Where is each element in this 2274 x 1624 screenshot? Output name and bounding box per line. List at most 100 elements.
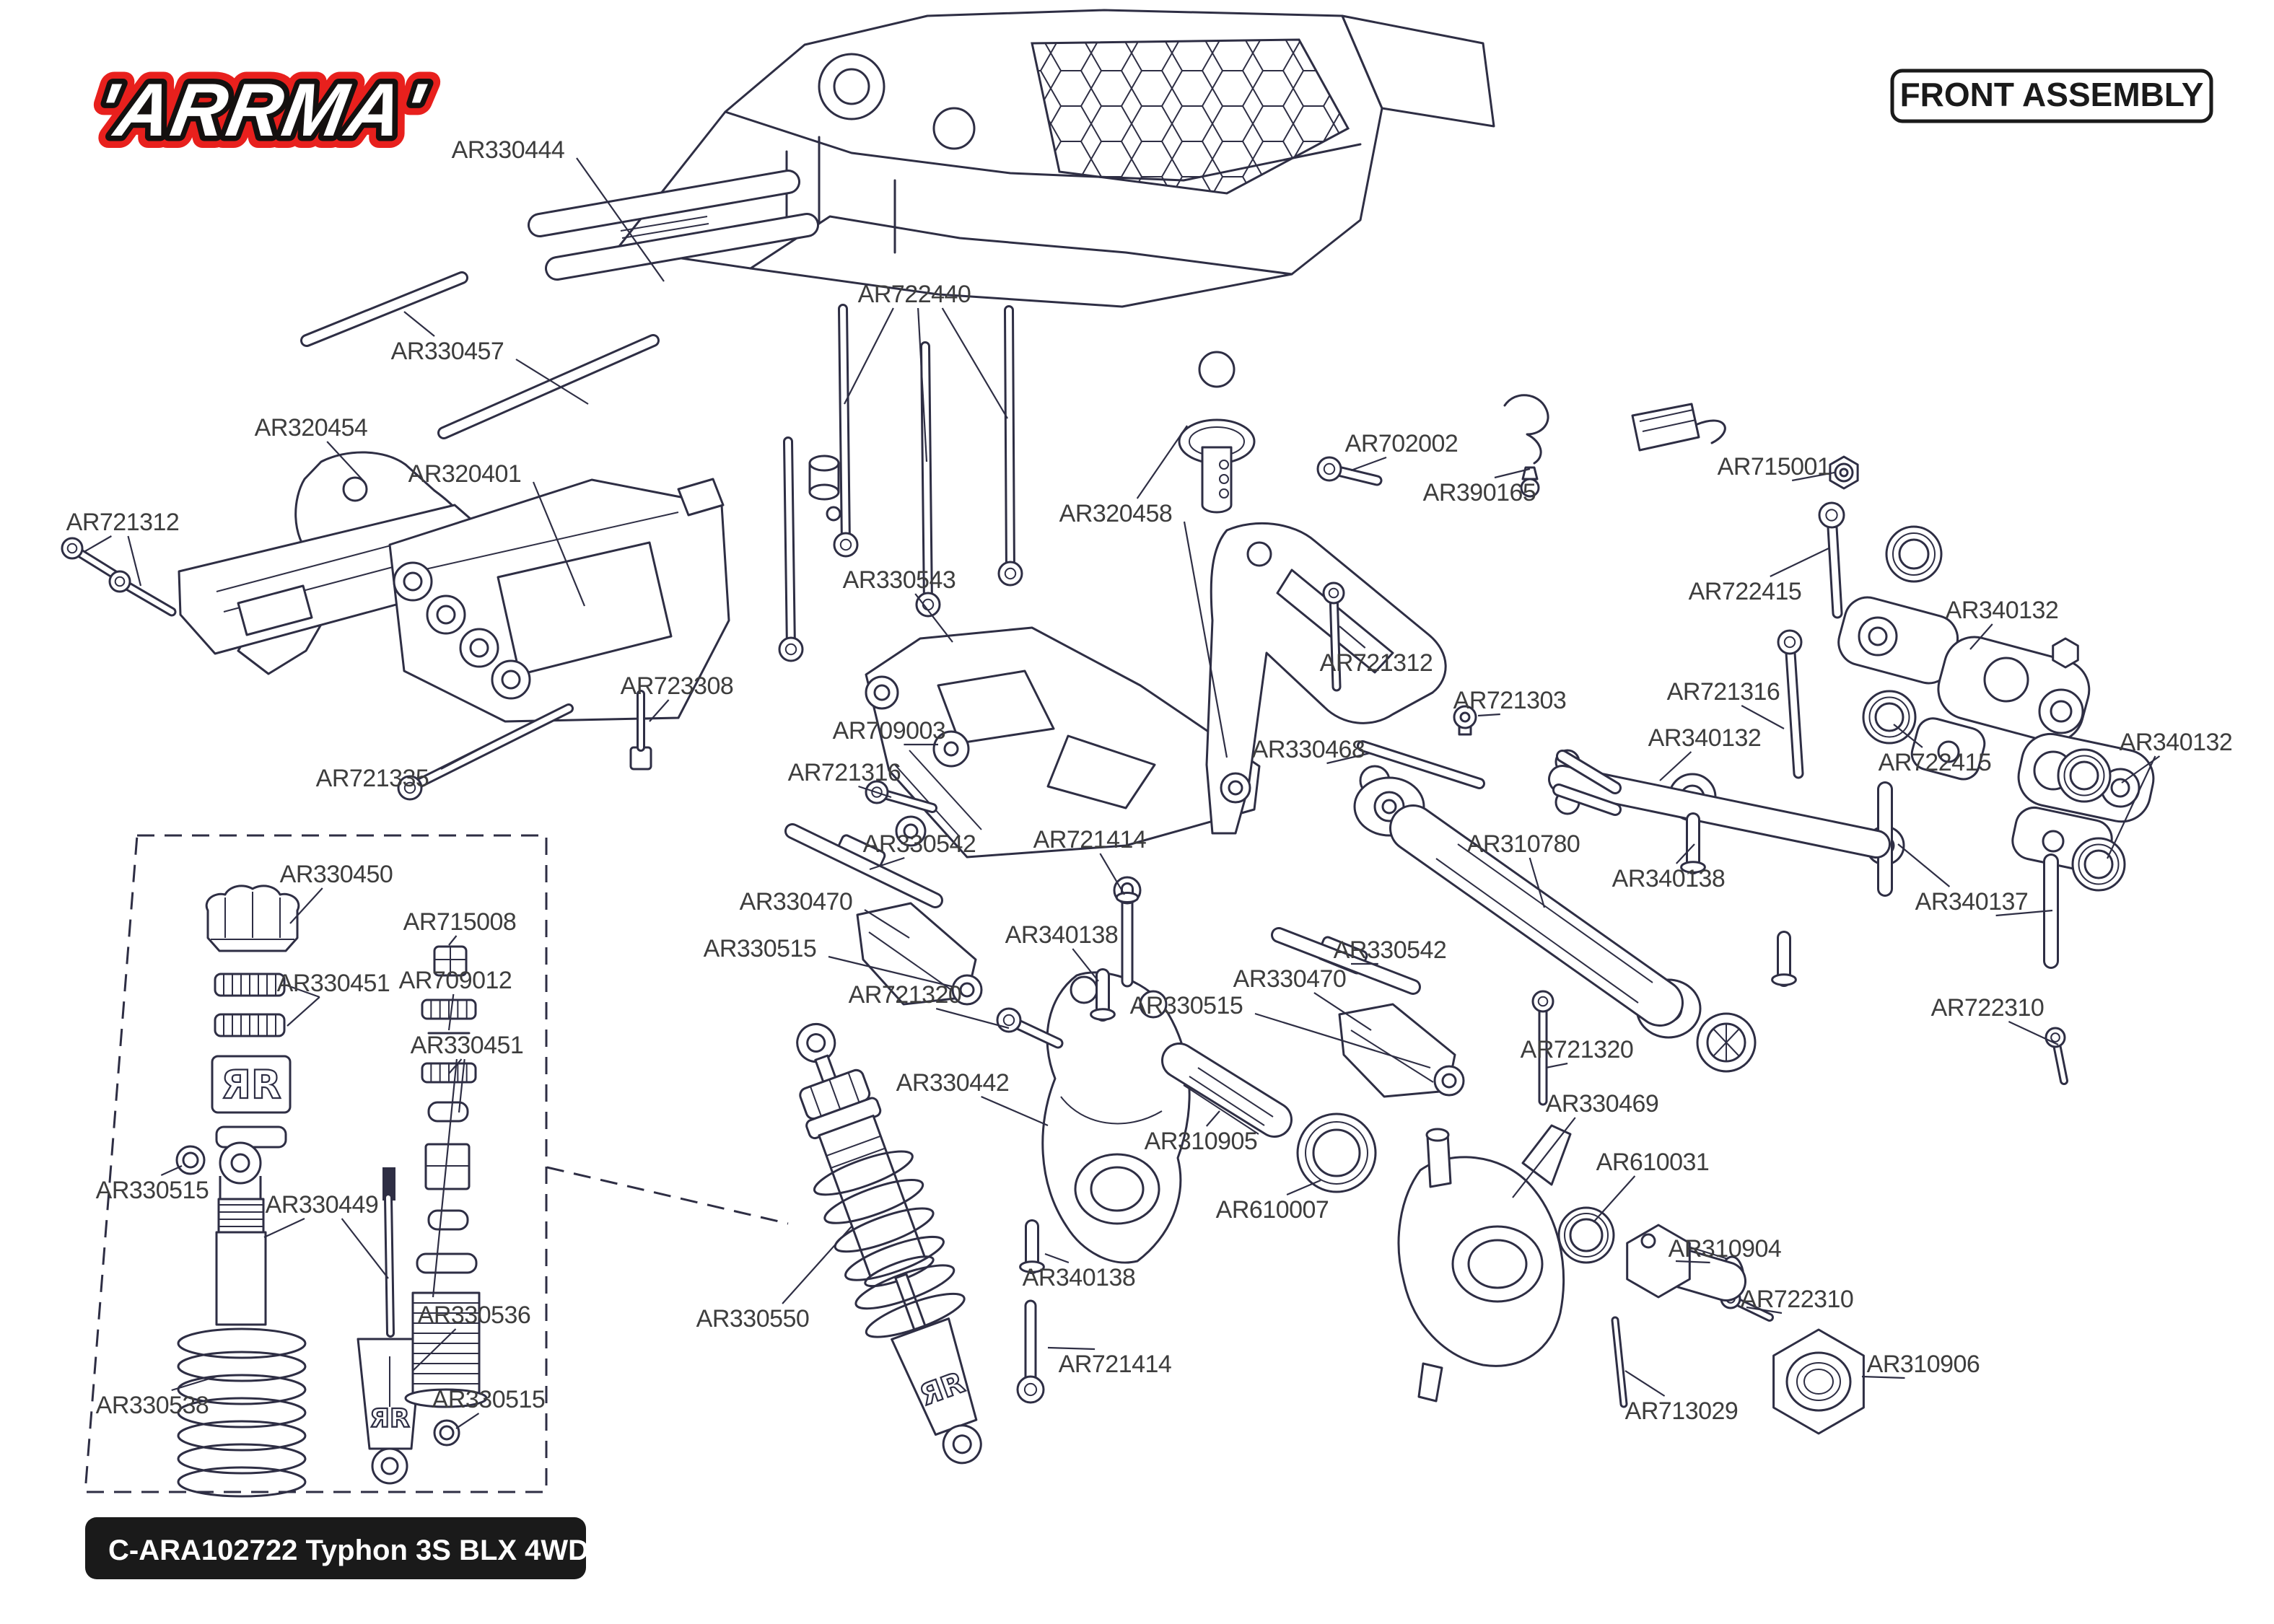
leader-line <box>1254 1012 1431 1069</box>
part-label-AR340132: AR340132 <box>1648 724 1762 752</box>
part-label-AR340138: AR340138 <box>1005 921 1119 949</box>
part-label-AR713029: AR713029 <box>1625 1397 1739 1425</box>
leader-line <box>1529 857 1546 908</box>
leader-line <box>1072 948 1099 982</box>
leader-line <box>1791 471 1835 482</box>
part-label-AR310905: AR310905 <box>1145 1128 1258 1155</box>
part-label-AR330450: AR330450 <box>280 861 393 888</box>
svg-text:'ARRMA': 'ARRMA' <box>90 69 431 152</box>
part-label-AR320401: AR320401 <box>408 460 522 488</box>
part-label-AR330444: AR330444 <box>452 136 565 164</box>
chassis-tub <box>616 9 1495 308</box>
part-label-AR709012: AR709012 <box>399 967 512 994</box>
part-label-AR721335: AR721335 <box>316 765 429 792</box>
part-label-AR330457: AR330457 <box>391 338 504 365</box>
leader-line <box>447 993 455 1031</box>
leader-line <box>935 1007 1010 1030</box>
part-label-AR330470: AR330470 <box>740 888 853 916</box>
leader-line <box>171 1375 217 1392</box>
leader-line <box>1897 843 1951 887</box>
leader-line <box>1675 1260 1710 1264</box>
leader-line <box>869 856 905 871</box>
leader-line <box>828 955 955 988</box>
leader-line <box>432 1058 458 1298</box>
leader-line <box>1624 1370 1666 1397</box>
leader-line <box>1746 1306 1783 1314</box>
part-label-AR330538: AR330538 <box>96 1392 209 1419</box>
leader-line <box>1183 521 1228 758</box>
leader-line <box>2107 755 2156 859</box>
part-label-AR715008: AR715008 <box>403 908 517 936</box>
leader-line <box>412 1328 457 1371</box>
leader-line <box>1512 1117 1576 1198</box>
steering-bellcrank-1 <box>1837 596 2091 781</box>
part-label-AR330542: AR330542 <box>1334 936 1447 964</box>
caster-block <box>1397 1124 1572 1403</box>
leader-line <box>515 359 589 405</box>
leader-line <box>341 1218 389 1279</box>
leader-line <box>2008 1021 2059 1045</box>
leader-line <box>1047 1346 1096 1351</box>
leader-line <box>326 441 365 483</box>
brand-logo: 'ARRMA' 'ARRMA' 'ARRMA' <box>78 56 443 164</box>
leader-line <box>1477 713 1500 717</box>
part-label-AR310906: AR310906 <box>1867 1351 1980 1378</box>
part-label-AR330536: AR330536 <box>418 1302 531 1329</box>
leader-line <box>1339 626 1366 649</box>
diagram-artwork <box>84 9 2155 1493</box>
leader-line <box>782 1226 852 1304</box>
leader-line <box>287 984 320 998</box>
leader-line <box>1659 751 1692 781</box>
steering-knuckle <box>1041 971 1191 1264</box>
part-label-AR340137: AR340137 <box>1915 888 2029 916</box>
leader-line <box>1099 853 1125 895</box>
part-label-AR320458: AR320458 <box>1059 500 1173 527</box>
generated-parts <box>61 170 2126 1498</box>
leader-line <box>576 157 665 282</box>
part-label-AR310780: AR310780 <box>1467 830 1580 858</box>
part-label-AR330442: AR330442 <box>896 1069 1010 1097</box>
leader-line <box>448 1058 463 1074</box>
part-label-AR340138: AR340138 <box>1612 865 1726 892</box>
part-label-AR721320: AR721320 <box>849 981 962 1009</box>
leader-line <box>941 307 1008 419</box>
part-label-AR390165: AR390165 <box>1423 479 1536 506</box>
part-label-AR715001: AR715001 <box>1718 453 1831 480</box>
rr-logo-mark: ЯR <box>369 1404 409 1434</box>
leader-line <box>1675 843 1695 864</box>
leader-line <box>1741 705 1785 729</box>
leader-line <box>649 699 670 722</box>
part-label-AR330470: AR330470 <box>1233 965 1347 993</box>
suspension-arm <box>865 626 1261 859</box>
leader-line <box>263 1218 305 1238</box>
leader-line <box>448 935 458 946</box>
title-box: FRONT ASSEMBLY <box>1890 69 2213 123</box>
leader-line <box>917 307 928 462</box>
part-label-AR721303: AR721303 <box>1453 687 1567 714</box>
leader-line <box>1995 909 2053 917</box>
shock-membranes <box>211 973 292 1149</box>
leader-line <box>1969 623 1993 650</box>
shock-body <box>215 1176 267 1326</box>
part-label-AR330469: AR330469 <box>1546 1090 1659 1118</box>
leader-line <box>1861 1375 1905 1379</box>
leader-line <box>1545 1062 1568 1069</box>
model-badge-text: C-ARA102722 Typhon 3S BLX 4WD Speed Bugg… <box>108 1535 849 1566</box>
part-label-AR610031: AR610031 <box>1596 1149 1710 1176</box>
leader-line <box>84 535 112 552</box>
leader-line <box>1770 548 1829 577</box>
servo-linkage <box>1503 394 1726 498</box>
part-label-AR330515: AR330515 <box>96 1177 209 1204</box>
leader-line <box>440 739 499 770</box>
leader-line <box>1593 1175 1636 1223</box>
leader-line <box>1326 752 1370 765</box>
part-label-AR330550: AR330550 <box>696 1305 810 1333</box>
part-label-AR722415: AR722415 <box>1689 578 1802 605</box>
part-label-AR723308: AR723308 <box>621 672 734 700</box>
rr-logo-mark: ЯR <box>221 1062 281 1107</box>
leader-line <box>1350 456 1387 472</box>
model-badge: C-ARA102722 Typhon 3S BLX 4WD Speed Bugg… <box>85 1517 849 1579</box>
part-label-AR709003: AR709003 <box>833 717 946 745</box>
part-label-AR721316: AR721316 <box>1667 678 1780 706</box>
leader-line <box>1313 992 1372 1031</box>
